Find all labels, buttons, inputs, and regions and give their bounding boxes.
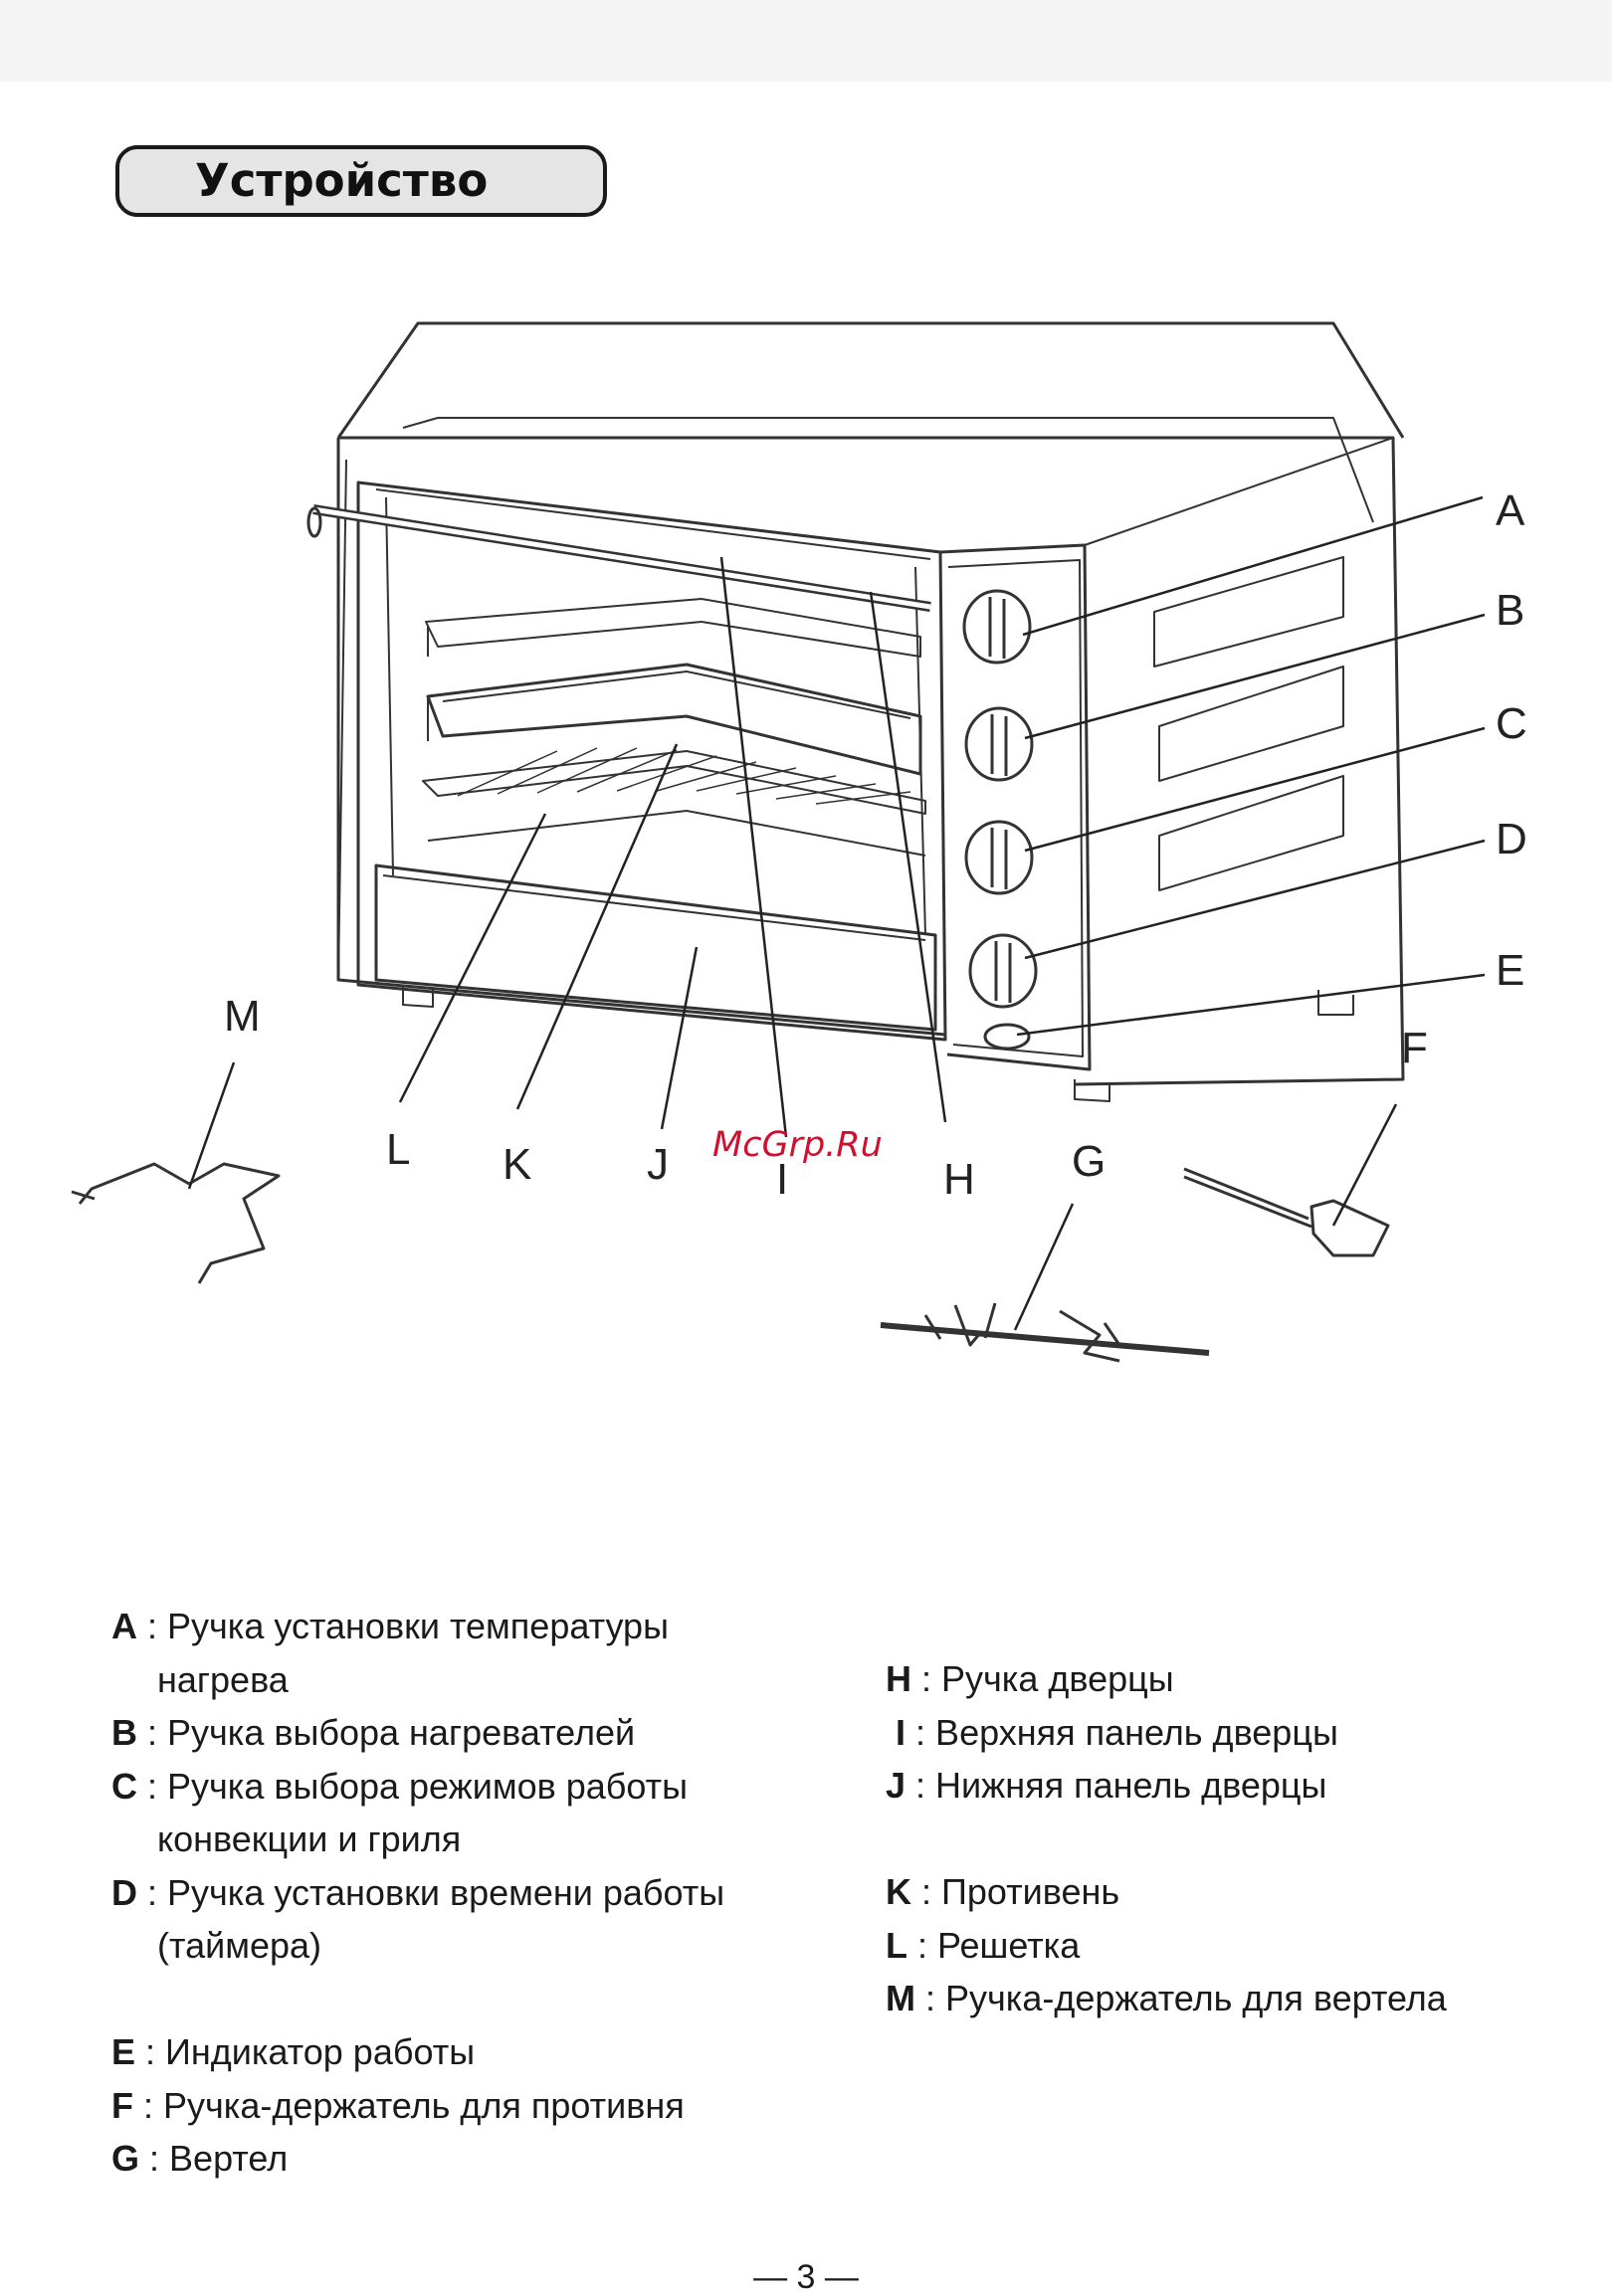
legend-item-A: A : Ручка установки температуры [111,1606,669,1646]
section-title: Устройство [195,154,489,207]
callout-leader-lines [187,495,1486,1331]
legend-item-G: G : Вертел [111,2138,289,2179]
legend-item-B: B : Ручка выбора нагревателей [111,1712,636,1753]
callout-A: A [1496,486,1525,535]
callout-H: H [943,1155,975,1204]
legend-item-C: C : Ручка выбора режимов работы [111,1765,689,1807]
section-title-box: Устройство [115,145,607,217]
legend-item-A-continued: нагрева [157,1658,289,1700]
oven-feet [402,985,1354,1102]
legend-item-F: F : Ручка-держатель для противня [111,2084,685,2126]
oven-diagram: A B C D E F G H I J K L M [71,321,1527,1363]
legend-item-D: D : Ручка установки времени работы [111,1871,725,1913]
legend-item-K: K : Противень [886,1871,1120,1912]
callout-B: B [1496,586,1524,635]
page-number: — 3 — [753,2258,859,2296]
rotisserie-fork-handle [71,1162,281,1284]
power-indicator-light [983,1023,1031,1051]
callout-F: F [1401,1024,1428,1072]
side-vents [1153,556,1344,891]
mode-selector-knob [964,820,1034,895]
callout-I: I [776,1155,788,1204]
timer-knob [968,933,1038,1009]
legend-left: A : Ручка установки температуры нагрева … [111,1600,828,2186]
heater-selector-knob [964,706,1034,782]
callout-L: L [386,1125,410,1174]
legend-item-H: H : Ручка дверцы [886,1658,1174,1699]
watermark: McGrp.Ru [712,1125,883,1165]
callout-D: D [1496,815,1527,863]
callout-J: J [647,1140,669,1189]
control-panel [939,543,1092,1071]
spit-rod [880,1302,1210,1363]
door-handle [306,504,931,612]
callout-E: E [1496,946,1524,995]
oven-interior [422,598,926,857]
top-band [0,0,1612,82]
legend-right: H : Ручка дверцы I : Верхняя панель двер… [886,1652,1602,2025]
legend-item-J: J : Нижняя панель дверцы [886,1765,1327,1806]
callout-M: M [224,992,261,1041]
legend-item-D-continued: (таймера) [157,1925,322,1966]
temperature-knob [962,589,1032,665]
legend-item-L: L : Решетка [886,1924,1081,1966]
legend-item-M: M : Ручка-держатель для вертела [886,1978,1447,2018]
legend-item-I: I : Верхняя панель дверцы [896,1711,1338,1753]
oven-body [336,321,1405,1086]
tray-holder-handle [1183,1167,1390,1257]
callout-C: C [1496,699,1527,748]
callout-K: K [503,1140,531,1189]
legend-item-E: E : Индикатор работы [111,2031,476,2072]
callout-G: G [1072,1137,1106,1186]
legend-item-C-continued: конвекции и гриля [157,1818,462,1859]
